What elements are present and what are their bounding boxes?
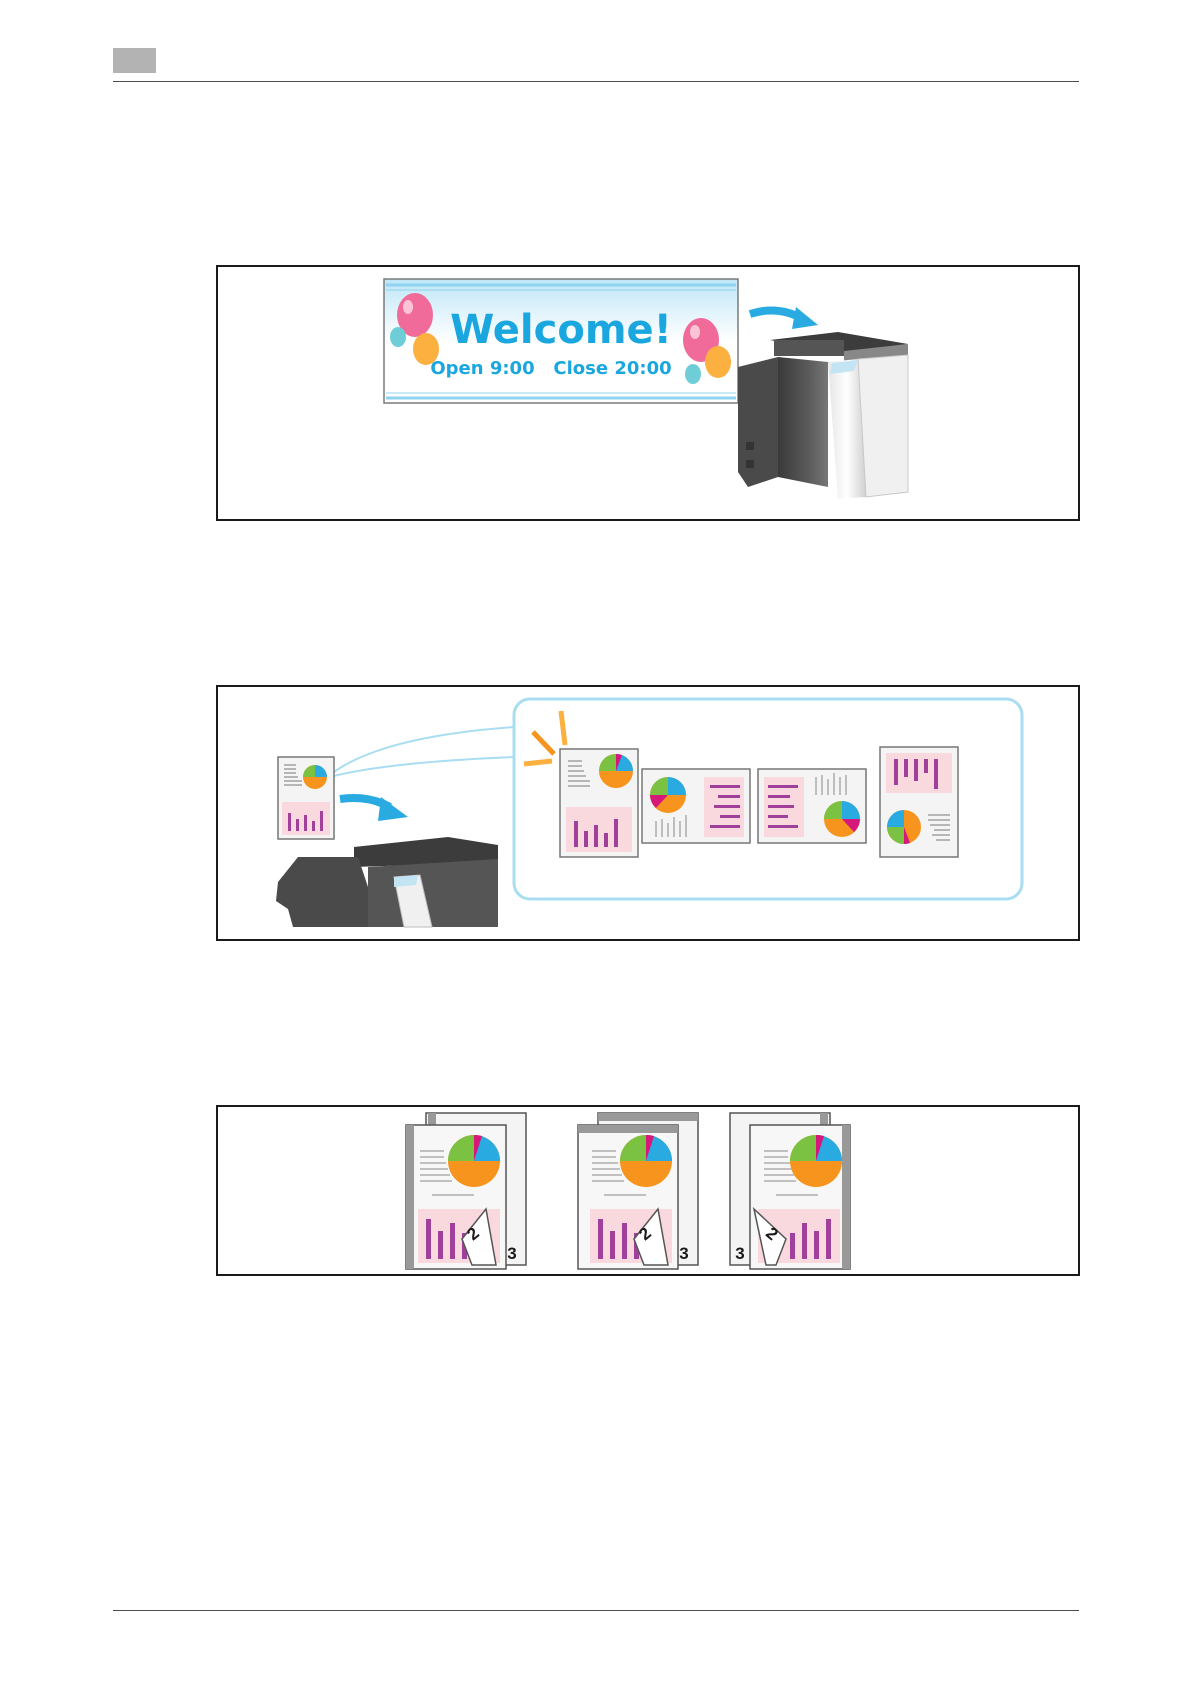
layout-thumbnail	[642, 769, 750, 843]
layout-thumbnail	[880, 747, 958, 857]
booklet-right-binding: 2 3	[730, 1113, 850, 1269]
figure-booklet-binding: 2 3 2 3	[216, 1105, 1080, 1276]
layout-thumbnail	[560, 749, 638, 857]
layout-thumbnail	[758, 769, 866, 843]
page-number-label: 3	[507, 1244, 516, 1263]
mfp-printer-icon	[738, 332, 908, 499]
arrow-head-icon	[792, 307, 818, 329]
document-thumbnail	[278, 757, 334, 839]
page-number-label: 3	[735, 1244, 744, 1263]
page-number-label: 3	[679, 1244, 688, 1263]
figure-combined-layouts	[216, 685, 1080, 941]
booklet-top-binding: 2 3	[578, 1113, 698, 1269]
callout-line	[330, 757, 514, 777]
banner-hours: Open 9:00 Close 20:00	[430, 358, 671, 379]
welcome-banner: Welcome! Open 9:00 Close 20:00	[384, 279, 738, 403]
footer-rule	[113, 1610, 1079, 1611]
arrow-head-icon	[378, 797, 408, 821]
banner-title: Welcome!	[450, 307, 672, 353]
callout-line	[330, 727, 514, 775]
booklet-left-binding: 2 3	[406, 1113, 526, 1269]
mfp-printer-icon	[276, 837, 498, 927]
figure-banner-printing: Welcome! Open 9:00 Close 20:00	[216, 265, 1080, 521]
page-number-tab	[113, 48, 156, 73]
header-rule	[113, 81, 1079, 82]
